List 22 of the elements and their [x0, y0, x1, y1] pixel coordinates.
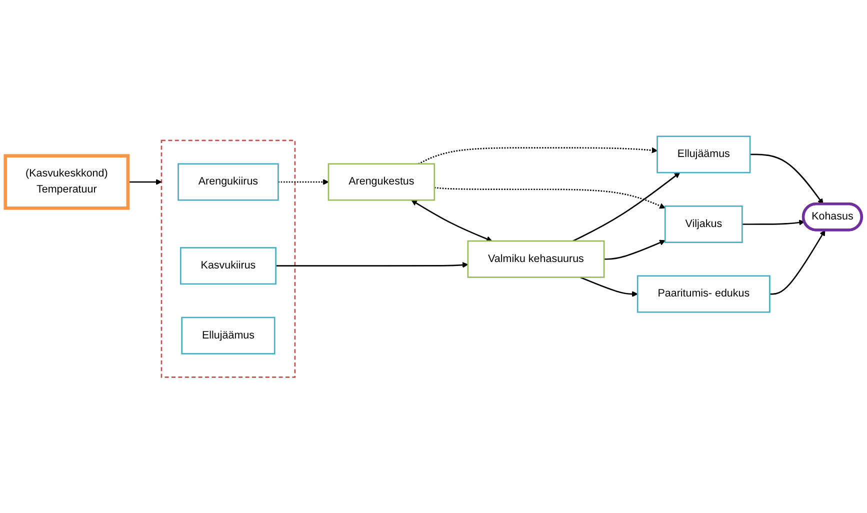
- arrow: [418, 146, 658, 164]
- arrow: [742, 219, 805, 226]
- node-box: Paaritumis- edukus: [636, 274, 770, 312]
- arrow: [572, 172, 680, 242]
- arrow: [770, 230, 826, 294]
- node-box: Kasvukiirus: [180, 246, 276, 284]
- arrow: [580, 276, 638, 297]
- node-box: Arengukestus: [328, 162, 436, 200]
- arrow: [604, 240, 666, 260]
- node-box: (Kasvukeskkond) Temperatuur: [4, 154, 130, 210]
- node-box: Viljakus: [664, 205, 743, 243]
- arrow: [434, 186, 666, 208]
- arrow: [276, 262, 468, 268]
- arrow: [128, 178, 162, 185]
- arrow: [278, 178, 329, 185]
- node-box: Ellujäämus: [656, 135, 751, 173]
- node-box: Ellujäämus: [181, 316, 276, 354]
- arrow: [411, 200, 492, 242]
- node-box: Arengukiirus: [178, 162, 279, 200]
- arrow: [750, 154, 824, 204]
- cluster: [160, 139, 296, 378]
- node-box: Valmiku kehasuurus: [467, 240, 605, 278]
